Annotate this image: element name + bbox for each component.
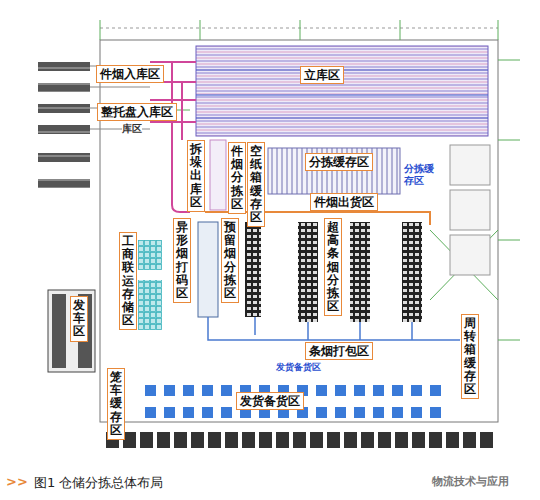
- area-label: 预留烟分拣区: [221, 218, 239, 303]
- area-label: 件烟分拣区: [228, 142, 246, 214]
- area-name: 预留烟分拣区: [224, 221, 236, 300]
- area-name: 件烟分拣区: [231, 145, 243, 211]
- area-label: 件烟出货区: [310, 193, 378, 211]
- area-name: 件烟出货区: [314, 195, 374, 209]
- caption: 图1 仓储分拣总体布局: [34, 474, 163, 492]
- label: 发货备货区: [276, 361, 321, 374]
- area-name: 笼车缓存区: [110, 371, 122, 437]
- area-name: 条烟打包区: [309, 344, 369, 358]
- label: 库区: [122, 122, 142, 136]
- area-label: 分拣缓存区: [305, 153, 373, 171]
- area-name: 分拣缓存区: [309, 155, 369, 169]
- area-label: 周转箱缓存区: [461, 314, 479, 399]
- area-name: 发车区: [73, 299, 85, 339]
- area-label: 笼车缓存区: [107, 368, 125, 440]
- area-name: 发货备货区: [240, 394, 300, 408]
- area-label: 条烟打包区: [305, 342, 373, 360]
- area-label: 异形烟打码区: [173, 218, 191, 303]
- area-name: 件烟入库区: [100, 67, 160, 81]
- area-name: 超高条烟分拣区: [327, 221, 339, 313]
- area-name: 空纸箱缓存区: [250, 145, 262, 224]
- area-name: 工商联运存储区: [122, 235, 134, 327]
- area-name: 立库区: [304, 68, 340, 82]
- area-label: 拆垛出库区: [187, 140, 205, 212]
- area-label: 发车区: [70, 296, 88, 342]
- area-name: 拆垛出库区: [190, 143, 202, 209]
- area-name: 周转箱缓存区: [464, 317, 476, 396]
- area-label: 整托盘入库区: [97, 103, 177, 121]
- area-label: 件烟入库区: [96, 65, 164, 83]
- area-label: 工商联运存储区: [119, 232, 137, 330]
- watermark: 物流技术与应用: [432, 474, 509, 489]
- area-label: 超高条烟分拣区: [324, 218, 342, 316]
- area-name: 异形烟打码区: [176, 221, 188, 300]
- area-label: 立库区: [300, 66, 344, 84]
- label: 分拣缓存区: [404, 163, 436, 186]
- area-label: 发货备货区: [236, 392, 304, 410]
- area-label: 空纸箱缓存区: [247, 142, 265, 227]
- label: >>: [6, 474, 28, 489]
- area-name: 整托盘入库区: [101, 105, 173, 119]
